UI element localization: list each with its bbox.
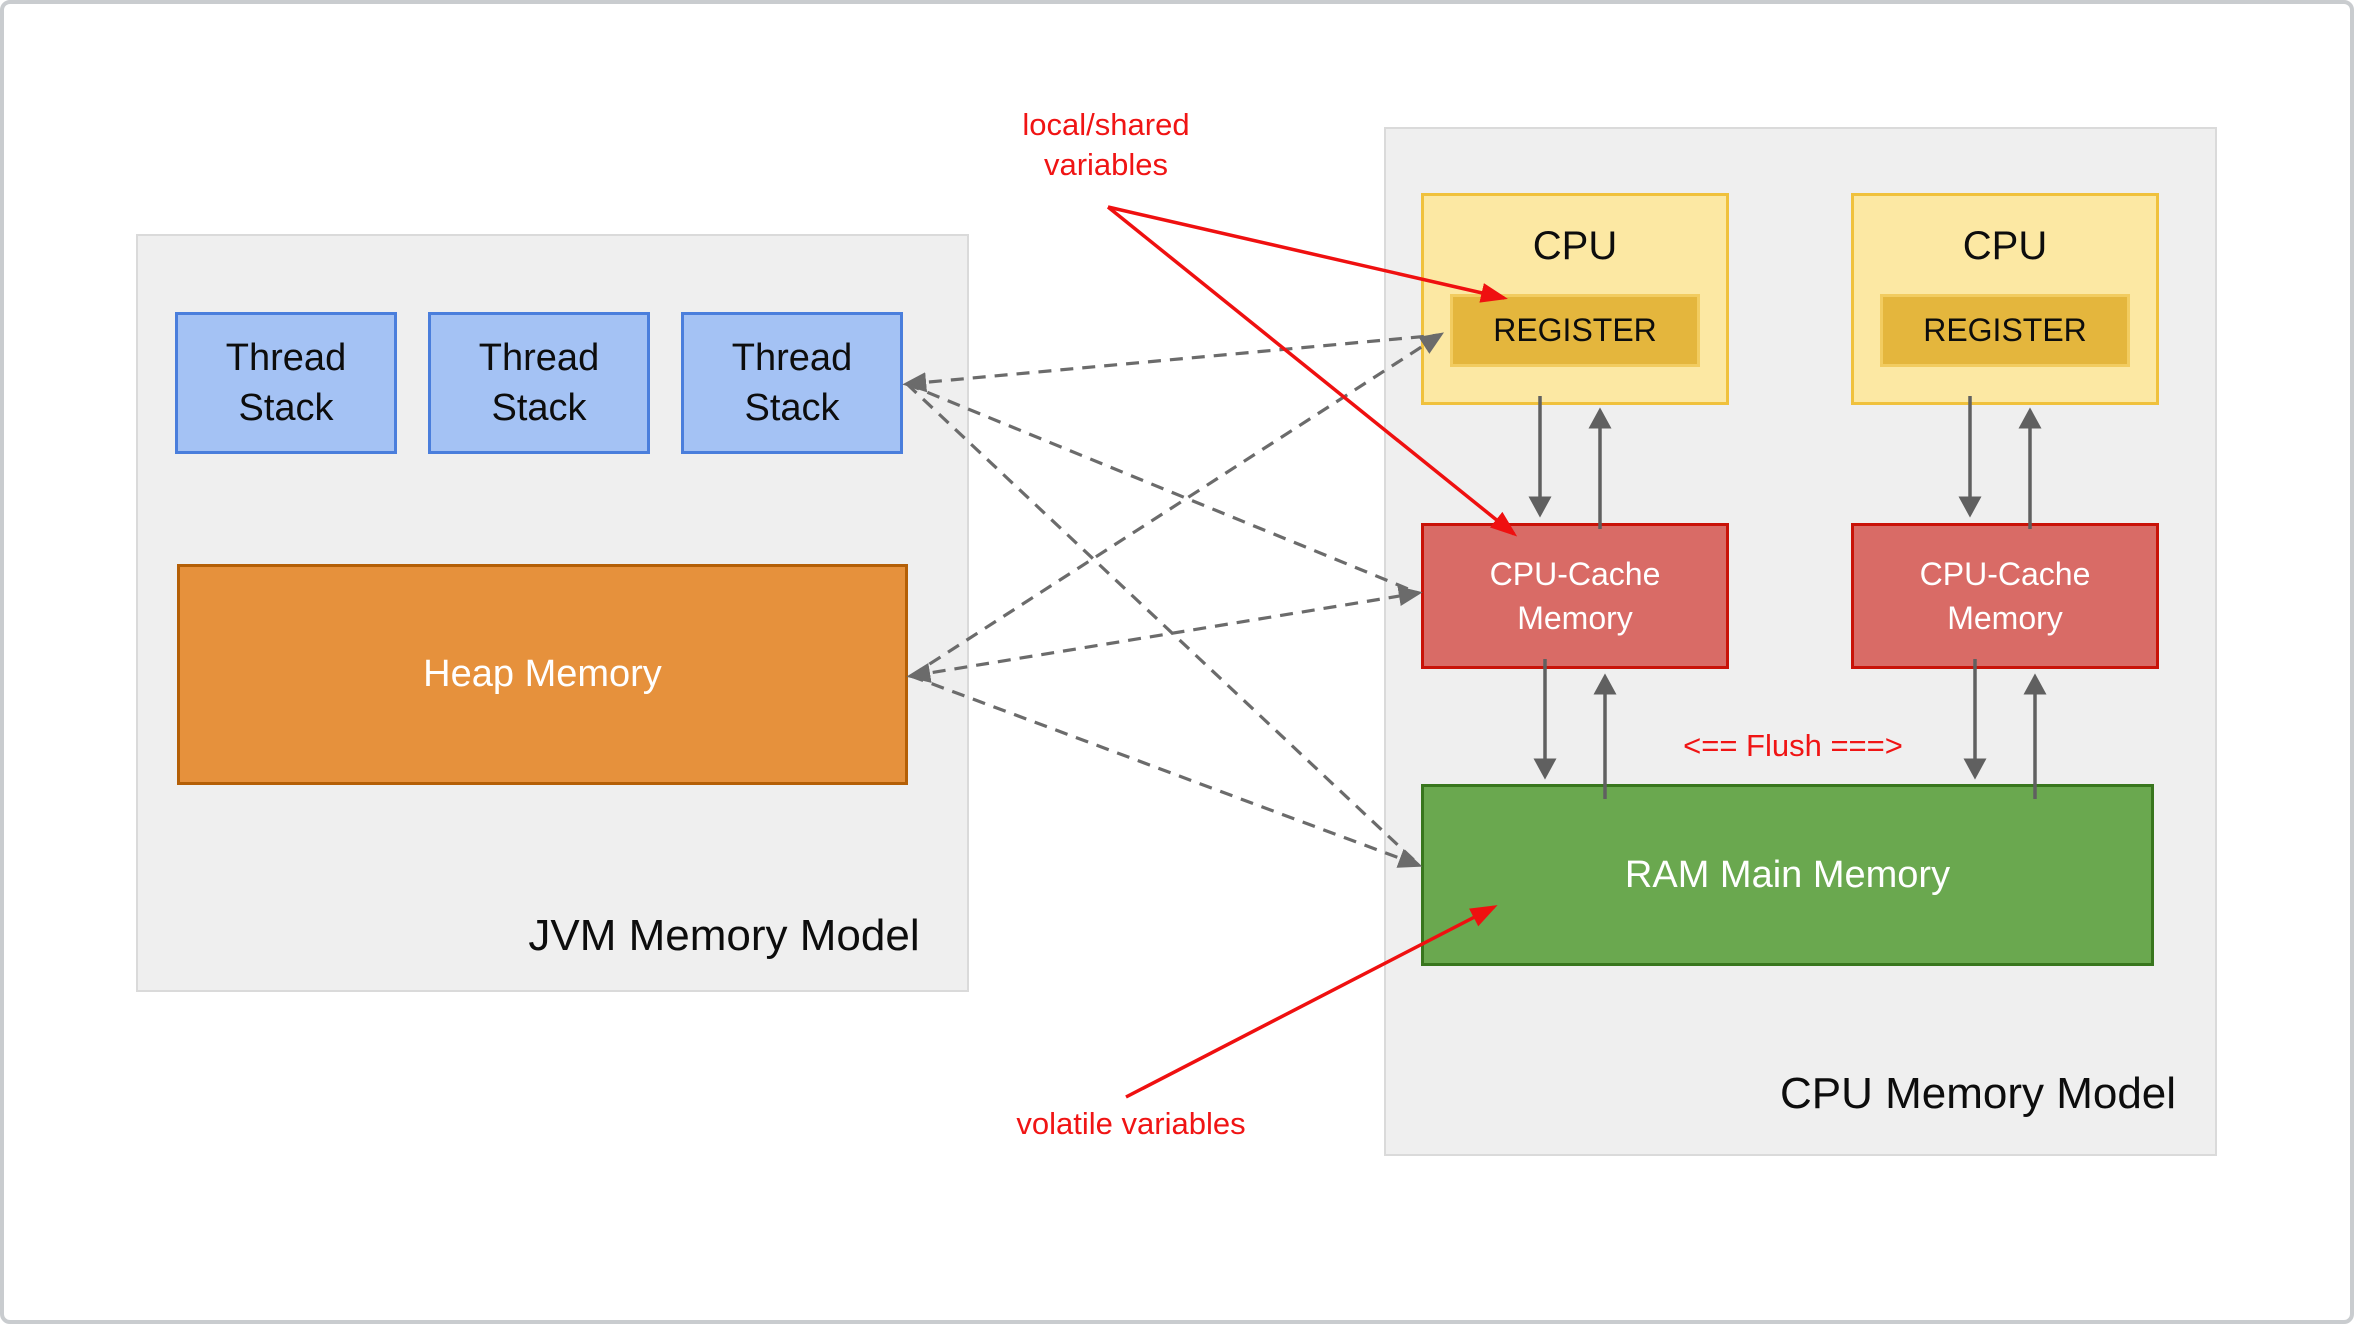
register-box-1: REGISTER xyxy=(1450,294,1700,367)
thread-stack-box-2: Thread Stack xyxy=(428,312,650,454)
dashed-arrow-threadstack-register xyxy=(902,333,1441,393)
heap-memory-box: Heap Memory xyxy=(177,564,908,785)
jvm-model-title: JVM Memory Model xyxy=(528,911,920,960)
dashed-arrow-heap-ram xyxy=(910,674,1423,868)
annotation-volatile-variables: volatile variables xyxy=(1016,1106,1246,1141)
ram-main-memory-label: RAM Main Memory xyxy=(1624,853,1951,896)
cpu-cache-label: CPU-Cache Memory xyxy=(1489,556,1661,636)
annotation-local-shared-variables: local/shared variables xyxy=(1022,107,1190,182)
dashed-arrow-heap-register xyxy=(910,332,1445,678)
cpu-cache-box-1: CPU-Cache Memory xyxy=(1421,523,1729,669)
dashed-arrow-heap-cache xyxy=(906,586,1423,683)
dashed-arrow-threadstack-ram xyxy=(905,382,1420,866)
cpu-cache-box-2: CPU-Cache Memory xyxy=(1851,523,2159,669)
thread-stack-box-3: Thread Stack xyxy=(681,312,903,454)
register-label: REGISTER xyxy=(1923,312,2087,348)
thread-stack-label: Thread Stack xyxy=(478,337,600,429)
cpu-cache-label: CPU-Cache Memory xyxy=(1919,556,2091,636)
thread-stack-label: Thread Stack xyxy=(731,337,853,429)
cpu-model-title: CPU Memory Model xyxy=(1779,1069,2177,1118)
dashed-arrow-threadstack-cache xyxy=(906,382,1419,595)
register-label: REGISTER xyxy=(1493,312,1657,348)
cpu-label: CPU xyxy=(1962,224,2048,268)
ram-main-memory-box: RAM Main Memory xyxy=(1421,784,2154,966)
cpu-label: CPU xyxy=(1532,224,1618,268)
annotation-flush: <== Flush ===> xyxy=(1683,728,1903,763)
heap-memory-label: Heap Memory xyxy=(423,653,662,695)
thread-stack-label: Thread Stack xyxy=(225,337,347,429)
register-box-2: REGISTER xyxy=(1880,294,2130,367)
thread-stack-box-1: Thread Stack xyxy=(175,312,397,454)
